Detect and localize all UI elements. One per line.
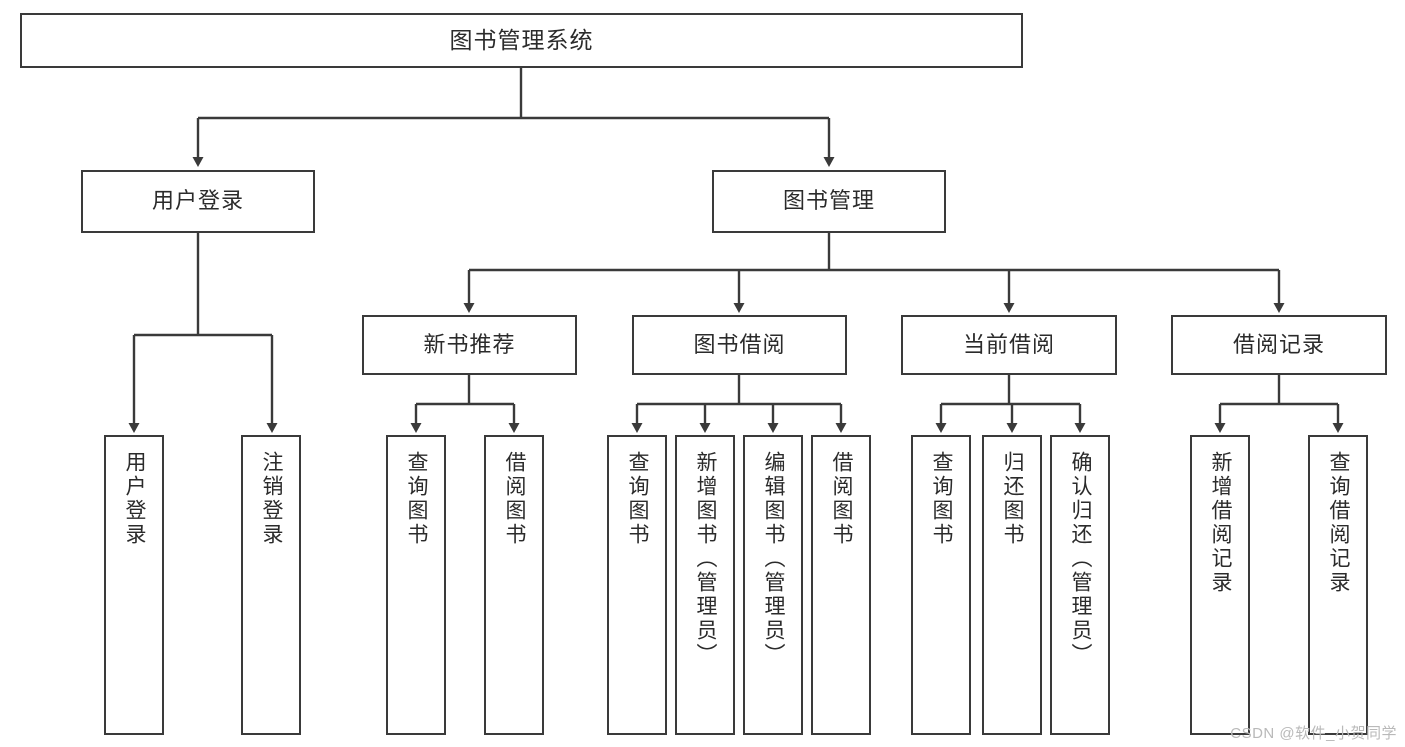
- leaf-confirm-return-admin[interactable]: 确认归还（管理员）: [1050, 435, 1110, 735]
- node-new-book-recommend[interactable]: 新书推荐: [362, 315, 577, 375]
- node-borrow-records[interactable]: 借阅记录: [1171, 315, 1387, 375]
- csdn-watermark: CSDN @软件_小贺同学: [1230, 725, 1397, 742]
- leaf-query-book-current[interactable]: 查询图书: [911, 435, 971, 735]
- node-book-management[interactable]: 图书管理: [712, 170, 946, 233]
- leaf-label: 借阅图书: [503, 451, 527, 547]
- leaf-label: 确认归还（管理员）: [1069, 451, 1093, 667]
- leaf-add-borrow-record[interactable]: 新增借阅记录: [1190, 435, 1250, 735]
- node-book-management-label: 图书管理: [782, 188, 875, 214]
- leaf-query-borrow-record[interactable]: 查询借阅记录: [1308, 435, 1368, 735]
- node-root-label: 图书管理系统: [449, 26, 594, 53]
- node-new-book-recommend-label: 新书推荐: [423, 331, 516, 357]
- leaf-label: 注销登录: [260, 451, 284, 547]
- leaf-add-book-admin[interactable]: 新增图书（管理员）: [675, 435, 735, 735]
- leaf-label: 查询图书: [626, 451, 650, 547]
- leaf-label: 归还图书: [1001, 451, 1025, 547]
- leaf-label: 编辑图书（管理员）: [762, 451, 786, 667]
- node-current-borrow[interactable]: 当前借阅: [901, 315, 1117, 375]
- leaf-label: 用户登录: [123, 451, 147, 547]
- node-user-login-label: 用户登录: [151, 188, 244, 214]
- leaf-edit-book-admin[interactable]: 编辑图书（管理员）: [743, 435, 803, 735]
- leaf-label: 查询图书: [405, 451, 429, 547]
- leaf-borrow-book-recommend[interactable]: 借阅图书: [484, 435, 544, 735]
- node-book-borrow[interactable]: 图书借阅: [632, 315, 847, 375]
- node-book-borrow-label: 图书借阅: [693, 331, 786, 357]
- leaf-logout[interactable]: 注销登录: [241, 435, 301, 735]
- leaf-user-login[interactable]: 用户登录: [104, 435, 164, 735]
- leaf-query-book-borrow[interactable]: 查询图书: [607, 435, 667, 735]
- node-user-login[interactable]: 用户登录: [81, 170, 315, 233]
- leaf-label: 新增借阅记录: [1209, 451, 1233, 595]
- node-root[interactable]: 图书管理系统: [20, 13, 1023, 68]
- leaf-label: 查询借阅记录: [1327, 451, 1351, 595]
- leaf-return-book[interactable]: 归还图书: [982, 435, 1042, 735]
- leaf-query-book-recommend[interactable]: 查询图书: [386, 435, 446, 735]
- node-borrow-records-label: 借阅记录: [1232, 331, 1325, 357]
- leaf-label: 借阅图书: [830, 451, 854, 547]
- node-current-borrow-label: 当前借阅: [962, 331, 1055, 357]
- leaf-label: 查询图书: [930, 451, 954, 547]
- leaf-borrow-book[interactable]: 借阅图书: [811, 435, 871, 735]
- leaf-label: 新增图书（管理员）: [694, 451, 718, 667]
